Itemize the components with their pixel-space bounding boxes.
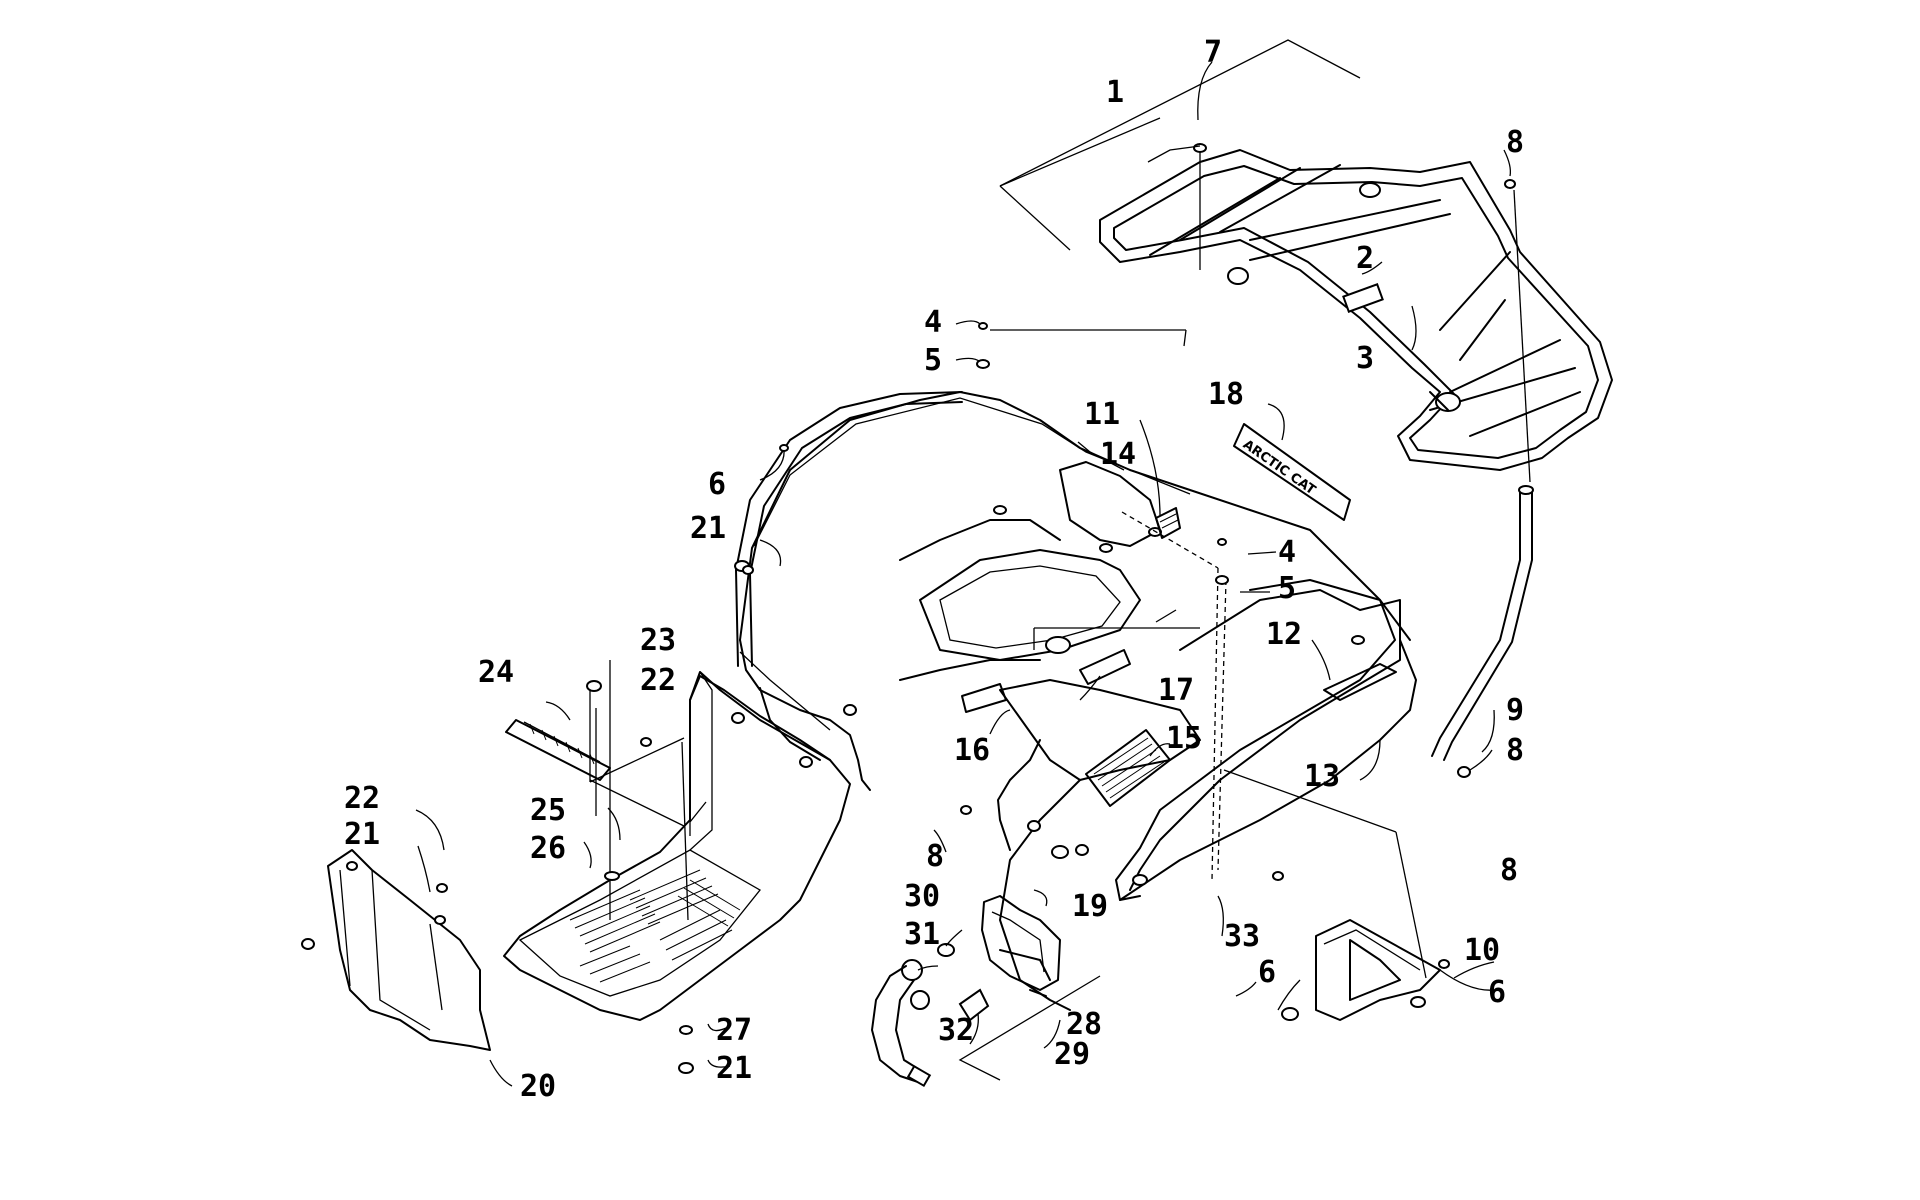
- callout-5-right: 5: [1278, 571, 1296, 606]
- callout-16: 16: [954, 733, 990, 768]
- small-decals: [961, 507, 1181, 713]
- callout-24: 24: [478, 655, 514, 690]
- callout-8-fender: 8: [926, 839, 944, 874]
- reflector: [1323, 663, 1397, 701]
- warning-decal: [1085, 729, 1171, 807]
- callout-4-top: 4: [924, 305, 942, 340]
- callout-20: 20: [520, 1069, 556, 1104]
- callout-14: 14: [1100, 437, 1136, 472]
- callout-28: 28: [1066, 1007, 1102, 1042]
- callout-2: 2: [1356, 241, 1374, 276]
- callout-30: 30: [904, 879, 940, 914]
- rear-rack: [999, 39, 1613, 778]
- callout-27: 27: [716, 1013, 752, 1048]
- callout-25: 25: [530, 793, 566, 828]
- decal-18: ARCTIC CAT: [1233, 423, 1351, 521]
- splash-guard: [327, 849, 491, 1051]
- callout-31: 31: [904, 917, 940, 952]
- callout-22-footwell: 22: [640, 663, 676, 698]
- callout-12: 12: [1266, 617, 1302, 652]
- callout-15: 15: [1166, 721, 1202, 756]
- callout-22-guard: 22: [344, 781, 380, 816]
- callout-6-bracket-right: 6: [1488, 975, 1506, 1010]
- callout-18: 18: [1208, 377, 1244, 412]
- callout-23: 23: [640, 623, 676, 658]
- callout-7: 7: [1204, 35, 1222, 70]
- callout-8-leg: 8: [1506, 733, 1524, 768]
- tail-light-assembly: [871, 895, 1101, 1088]
- callout-1: 1: [1106, 75, 1124, 110]
- callout-13: 13: [1304, 759, 1340, 794]
- callout-29: 29: [1054, 1037, 1090, 1072]
- callout-5-top: 5: [924, 343, 942, 378]
- step-bracket: [505, 719, 611, 781]
- callout-19: 19: [1072, 889, 1108, 924]
- callout-21-fender: 21: [690, 511, 726, 546]
- fender-arch: [735, 391, 963, 731]
- callout-8-top: 8: [1506, 125, 1524, 160]
- callout-8-bracket: 8: [1500, 853, 1518, 888]
- leader-lines: [415, 61, 1512, 1087]
- footwell-grate: [569, 869, 741, 983]
- callout-labels: 1 2 3 4 4 5 5 6 6 6 7 8 8 8 8 9 10 11 12…: [344, 35, 1524, 1104]
- hardware: [301, 322, 1450, 1074]
- callout-11: 11: [1084, 397, 1120, 432]
- rear-bracket: [1223, 769, 1441, 1021]
- callout-4-right: 4: [1278, 535, 1296, 570]
- callout-33: 33: [1224, 919, 1260, 954]
- callout-3: 3: [1356, 341, 1374, 376]
- callout-26: 26: [530, 831, 566, 866]
- callout-6-fender: 6: [708, 467, 726, 502]
- callout-21-guard: 21: [344, 817, 380, 852]
- callout-21-bottom: 21: [716, 1051, 752, 1086]
- callout-17: 17: [1158, 673, 1194, 708]
- callout-9: 9: [1506, 693, 1524, 728]
- callout-10: 10: [1464, 933, 1500, 968]
- callout-6-bracket-left: 6: [1258, 955, 1276, 990]
- callout-32: 32: [938, 1013, 974, 1048]
